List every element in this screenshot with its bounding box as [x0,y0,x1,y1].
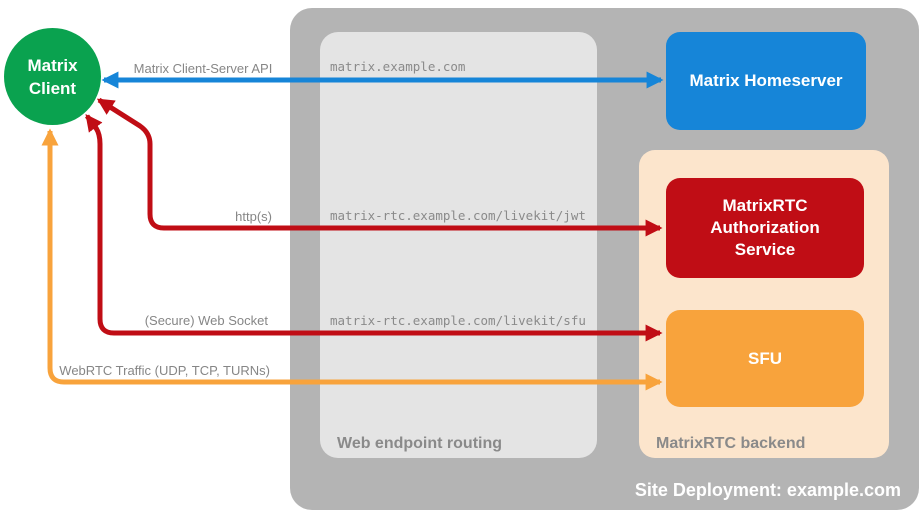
matrix-homeserver-label: Matrix Homeserver [689,71,843,90]
matrix-client-node: Matrix Client [4,28,101,125]
matrixrtc-backend-label: MatrixRTC backend [656,435,806,452]
matrix-client-label-line2: Client [28,78,77,98]
endpoint-matrix-example-com: matrix.example.com [330,59,466,74]
sfu-label: SFU [748,348,782,368]
matrix-homeserver-node: Matrix Homeserver [666,32,866,130]
matrixrtc-authorization-service-label: MatrixRTC Authorization Service [710,196,820,259]
client-server-api-arrow-label: Matrix Client-Server API [133,61,273,76]
site-deployment-title: Site Deployment: example.com [634,480,901,500]
web-endpoint-routing-label: Web endpoint routing [337,435,503,452]
https-arrow-label: http(s) [235,209,272,224]
matrixrtc-authorization-service-node: MatrixRTC Authorization Service [666,178,864,278]
web-endpoint-routing-box [320,32,597,458]
endpoint-livekit-sfu: matrix-rtc.example.com/livekit/sfu [330,313,586,328]
webrtc-traffic-arrow-label: WebRTC Traffic (UDP, TCP, TURNs) [59,363,270,378]
sfu-node: SFU [666,310,864,407]
endpoint-livekit-jwt: matrix-rtc.example.com/livekit/jwt [330,208,586,223]
web-socket-arrow-label: (Secure) Web Socket [144,313,268,328]
matrix-client-label-line1: Matrix [27,55,78,75]
